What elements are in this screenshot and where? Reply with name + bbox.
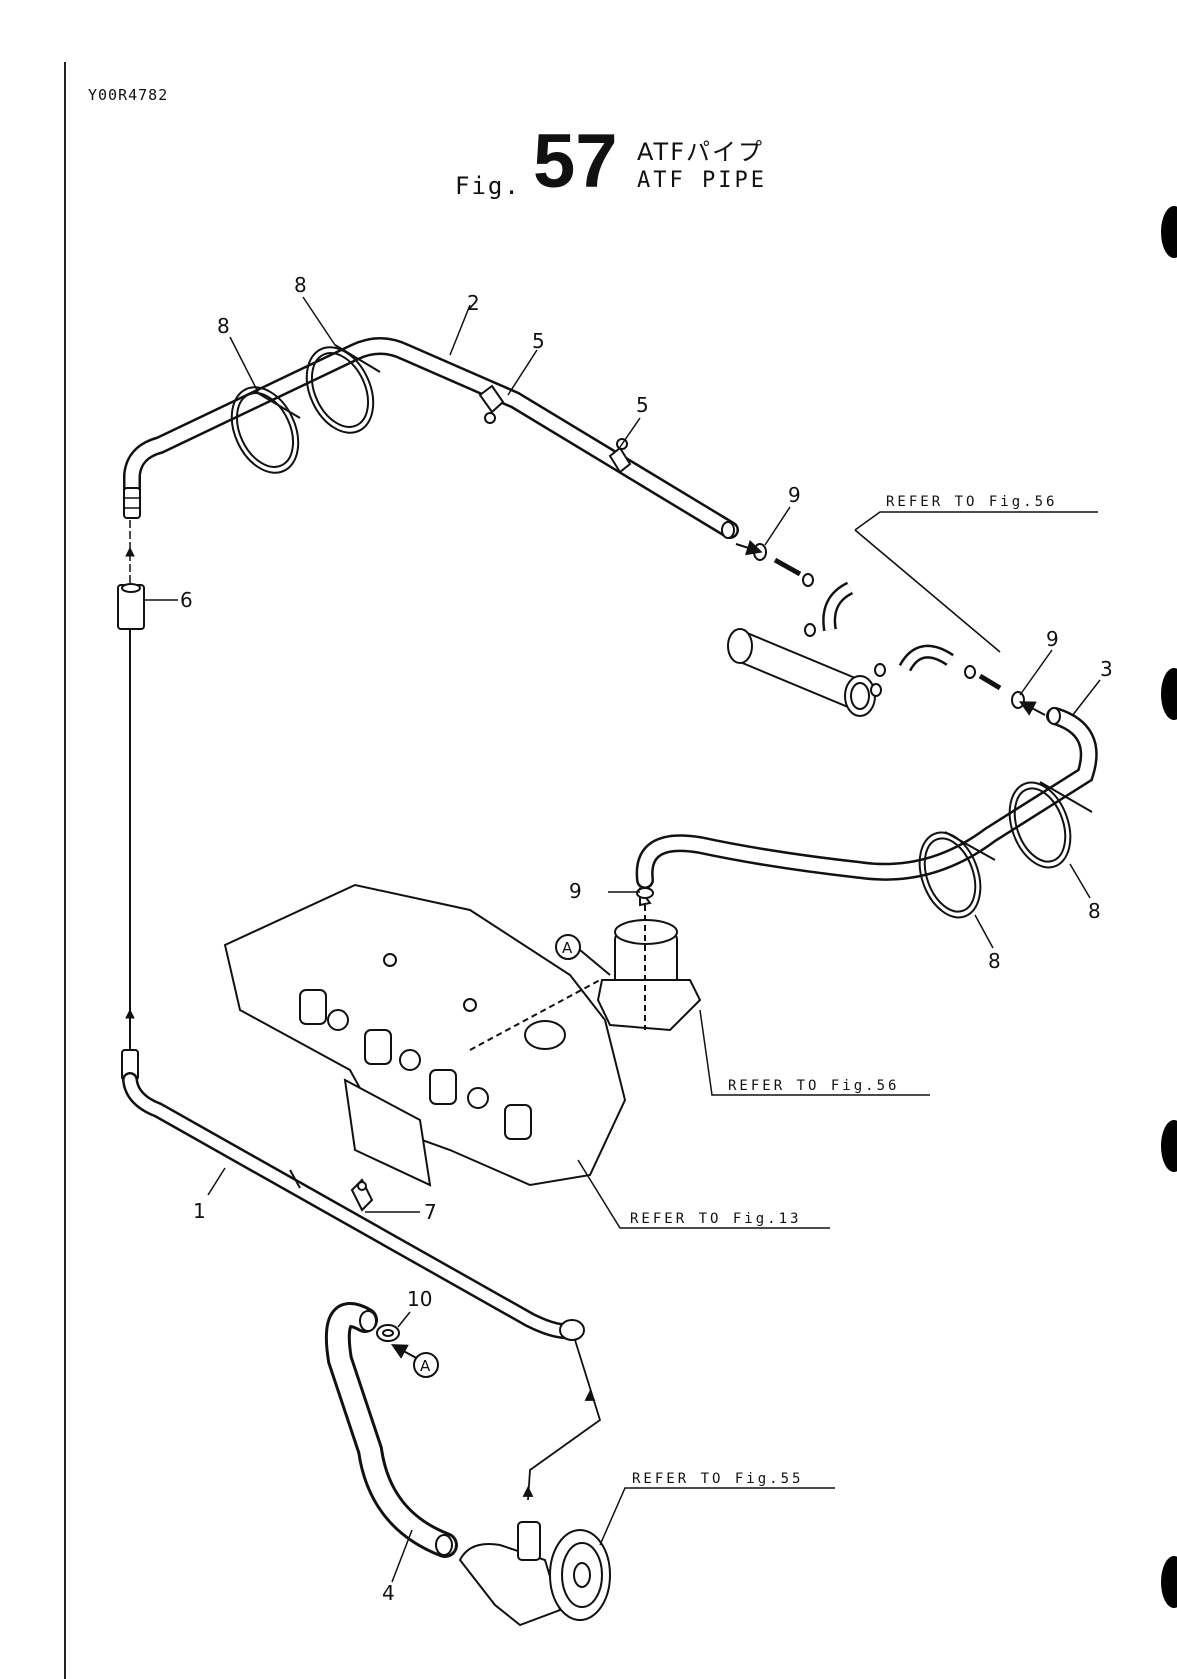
callout-8-a: 8 xyxy=(294,273,307,297)
callout-7: 7 xyxy=(424,1200,437,1224)
callout-1: 1 xyxy=(193,1199,206,1223)
arrow-washer-right xyxy=(1026,705,1045,715)
callout-8-c: 8 xyxy=(1088,899,1101,923)
marker-a-label-lower: A xyxy=(420,1357,431,1375)
refer-fig56-top: REFER TO Fig.56 xyxy=(886,494,1057,510)
callout-5-a: 5 xyxy=(532,329,545,353)
hose-4 xyxy=(338,1311,452,1555)
oil-cooler-group xyxy=(728,560,1000,716)
power-steering-pump xyxy=(460,1522,610,1625)
callout-2: 2 xyxy=(467,291,480,315)
bracket-7 xyxy=(352,1180,372,1210)
engine-block xyxy=(225,885,625,1185)
refer-fig56-mid: REFER TO Fig.56 xyxy=(728,1078,899,1094)
refer-fig55: REFER TO Fig.55 xyxy=(632,1471,803,1487)
callout-10: 10 xyxy=(407,1287,432,1311)
callout-5-b: 5 xyxy=(636,393,649,417)
callout-8-d: 8 xyxy=(988,949,1001,973)
callout-6: 6 xyxy=(180,588,193,612)
pump-feed-line xyxy=(524,1340,600,1500)
clip-10 xyxy=(377,1325,399,1341)
callout-9-b: 9 xyxy=(1046,627,1059,651)
refer-fig13: REFER TO Fig.13 xyxy=(630,1211,801,1227)
marker-a-label-upper: A xyxy=(562,939,573,957)
callout-3: 3 xyxy=(1100,657,1113,681)
callout-9-a: 9 xyxy=(788,483,801,507)
ref56-leader-upper xyxy=(855,530,1000,652)
arrow-washer-upper xyxy=(736,544,755,550)
coupling-6 xyxy=(118,584,144,629)
callout-9-c: 9 xyxy=(569,879,582,903)
pipe-3 xyxy=(645,708,1089,880)
pipe-2 xyxy=(124,346,734,538)
callout-8-b: 8 xyxy=(217,314,230,338)
atf-filter-housing xyxy=(598,888,700,1030)
callout-4: 4 xyxy=(382,1581,395,1605)
